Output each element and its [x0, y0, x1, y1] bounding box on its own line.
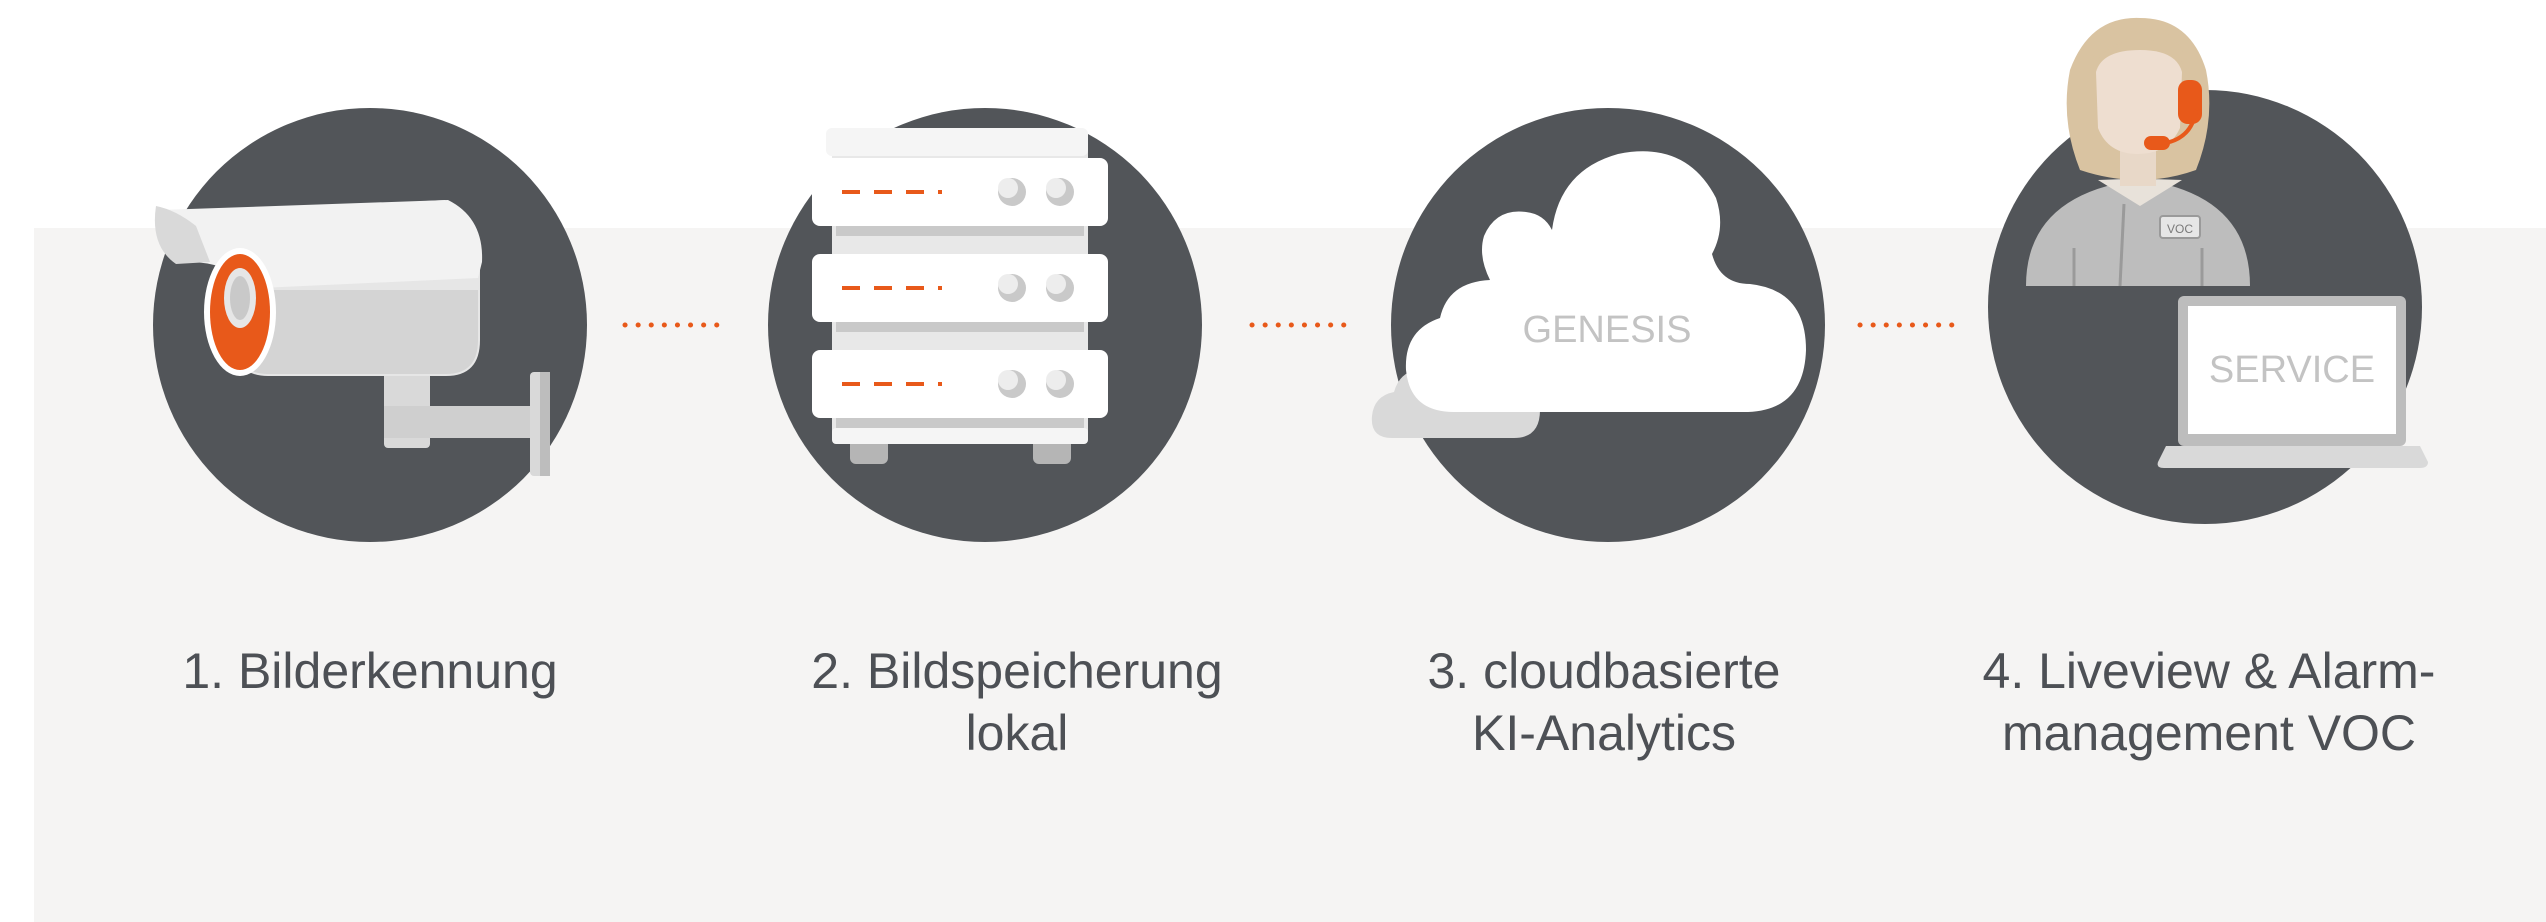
operator-with-laptop-icon: VOC SERVICE [2026, 17, 2428, 468]
cloud-icon: GENESIS [1371, 151, 1806, 438]
step-1-icon-group [153, 108, 587, 542]
cloud-icon-text: GENESIS [1523, 309, 1692, 351]
step-4-label: 4. Liveview & Alarm- management VOC [1982, 643, 2436, 761]
step-4-icon-group: VOC SERVICE [1988, 17, 2428, 524]
security-camera-icon [154, 200, 550, 476]
step-1-label: 1. Bilderkennung [182, 643, 558, 699]
badge-text: VOC [2167, 222, 2193, 236]
step-2-icon-group [768, 108, 1202, 542]
laptop-screen-text: SERVICE [2209, 349, 2375, 391]
server-rack-icon [812, 128, 1108, 464]
step-3-icon-group: GENESIS [1371, 108, 1825, 542]
step-3-label: 3. cloudbasierte KI-Analytics [1427, 643, 1781, 761]
step-2-label: 2. Bildspeicherung lokal [811, 643, 1223, 761]
